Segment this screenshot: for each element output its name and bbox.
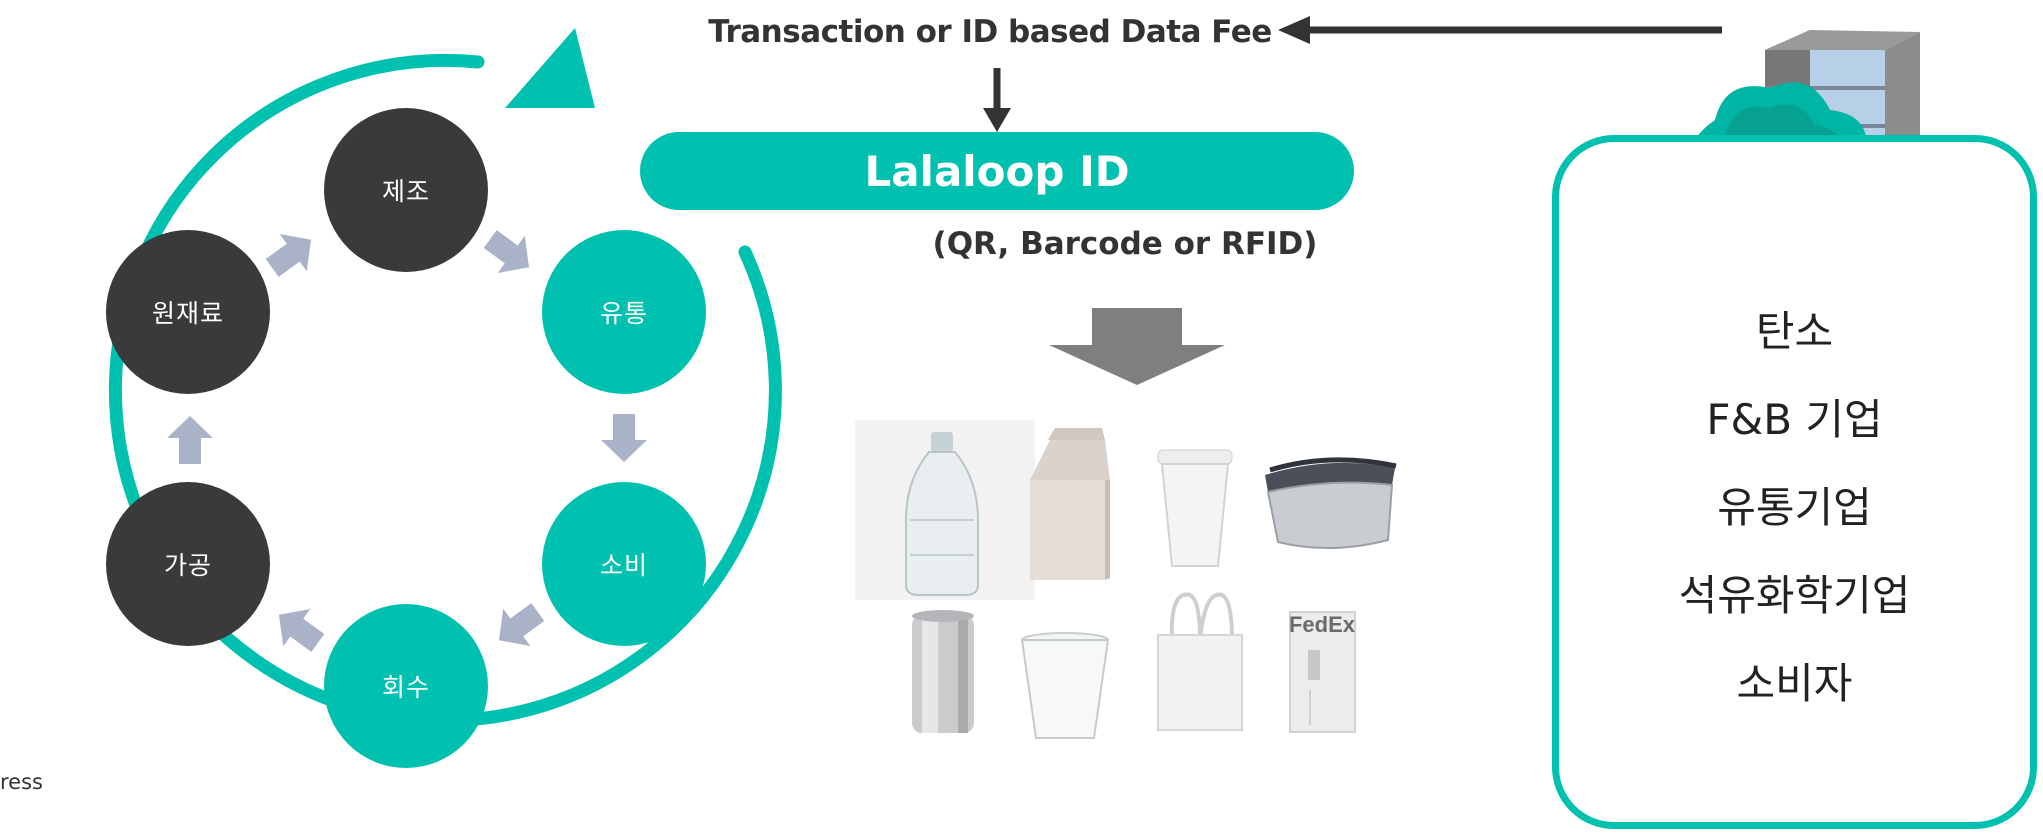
node-consumption-label: 소비	[599, 551, 648, 580]
paper-cup-image	[1157, 449, 1233, 567]
node-manufacture: 제조	[324, 108, 488, 272]
cut-off-edge-text: ress	[0, 770, 43, 794]
cycle-arrow-consumption-to-collection	[498, 603, 545, 646]
node-processing: 가공	[106, 482, 270, 646]
fedex-envelope-image: FedEx	[1289, 611, 1356, 733]
cycle-arrow-distribution-to-consumption	[601, 414, 647, 462]
down-arrow-head	[983, 108, 1011, 132]
stakeholder-item: F&B 기업	[1706, 395, 1883, 444]
node-raw-material-label: 원재료	[151, 299, 224, 328]
node-collection-label: 회수	[381, 673, 430, 702]
milk-carton-image	[1030, 428, 1110, 580]
cycle-arrow-manufacture-to-distribution	[483, 230, 530, 273]
tote-bag-image	[1157, 592, 1243, 731]
aluminum-can-image	[912, 610, 974, 733]
fedex-logo-text: FedEx	[1289, 612, 1356, 637]
cycle-ring	[108, 53, 782, 727]
node-consumption: 소비	[542, 482, 706, 646]
stakeholder-box	[1552, 135, 2037, 829]
stakeholder-item: 석유화학기업	[1678, 571, 1911, 620]
fee-arrow-head	[1278, 16, 1310, 44]
lalaloop-id-label: Lalaloop ID	[864, 146, 1130, 196]
id-types-label: (QR, Barcode or RFID)	[932, 226, 1318, 262]
node-distribution: 유통	[542, 230, 706, 394]
cycle-ring-arrowhead	[505, 28, 595, 108]
cycle-arrow-collection-to-processing	[278, 609, 325, 652]
plastic-bottle-image	[855, 420, 1035, 600]
lalaloop-id-bar: Lalaloop ID	[640, 132, 1354, 210]
stakeholder-item: 탄소	[1755, 307, 1834, 356]
node-processing-label: 가공	[163, 551, 212, 580]
stakeholder-list: 탄소 F&B 기업 유통기업 석유화학기업 소비자	[1558, 288, 2031, 728]
plastic-cup-image	[1020, 632, 1110, 739]
node-raw-material: 원재료	[106, 230, 270, 394]
big-grey-down-arrow	[1049, 308, 1225, 385]
node-manufacture-label: 제조	[381, 177, 430, 206]
cycle-arrow-raw-to-manufacture	[265, 234, 312, 277]
stakeholder-item: 유통기업	[1717, 483, 1872, 532]
node-collection: 회수	[324, 604, 488, 768]
node-distribution-label: 유통	[599, 299, 648, 328]
food-container-image	[1265, 457, 1397, 550]
cycle-arrow-processing-to-raw	[167, 416, 213, 464]
stakeholder-item: 소비자	[1736, 659, 1853, 708]
data-fee-label: Transaction or ID based Data Fee	[708, 14, 1272, 50]
